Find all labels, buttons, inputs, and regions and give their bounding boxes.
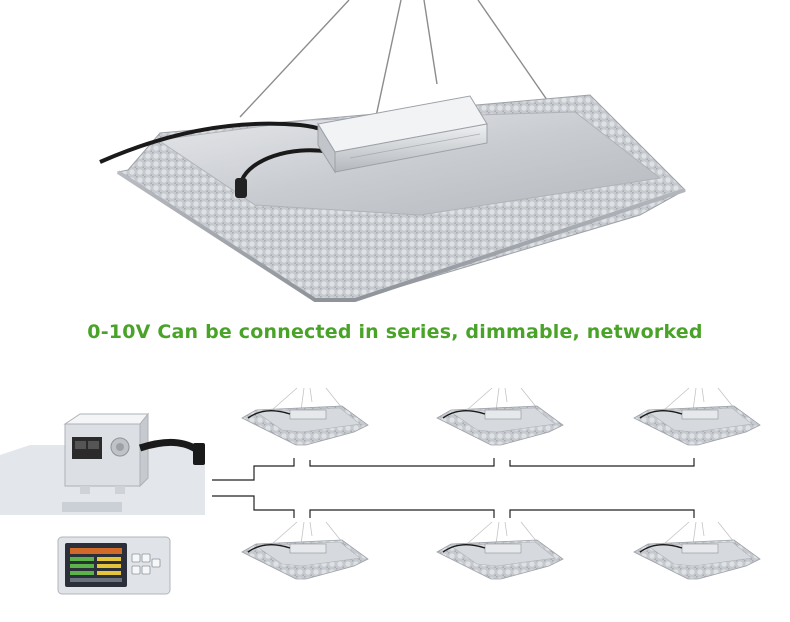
mini-driver	[289, 543, 327, 554]
mini-wire	[504, 387, 508, 403]
mini-top-plate	[450, 407, 556, 433]
panel-button	[131, 553, 141, 563]
mini-wire	[271, 387, 298, 411]
mini-fixture	[633, 521, 761, 580]
mini-top-plate	[450, 541, 556, 567]
mini-fixture	[436, 387, 564, 446]
mini-wire	[309, 521, 313, 537]
mini-fixture	[633, 387, 761, 446]
mini-fixture	[241, 521, 369, 580]
mini-cable	[442, 544, 486, 553]
controller-panel	[57, 536, 171, 595]
mini-wire	[663, 521, 690, 545]
mini-wire	[271, 521, 298, 545]
panel-button	[141, 565, 151, 575]
mini-top-plate	[647, 541, 753, 567]
mini-wire	[701, 521, 705, 537]
mini-wire	[325, 387, 343, 409]
mini-wire	[663, 387, 690, 411]
mini-cable	[247, 410, 291, 419]
panel-button	[141, 553, 151, 563]
link-line	[509, 458, 695, 467]
hanging-wire	[239, 0, 350, 118]
cable-connector	[235, 178, 247, 198]
hanging-wire	[423, 0, 438, 85]
led-driver	[317, 95, 488, 174]
reflector-top-plate	[156, 111, 662, 216]
mini-wire	[701, 387, 705, 403]
mini-cable	[639, 544, 683, 553]
mini-wire	[717, 387, 735, 409]
link-line	[212, 458, 295, 481]
headline: 0-10V Can be connected in series, dimmab…	[87, 321, 703, 343]
mini-wire	[325, 521, 343, 543]
mini-top-plate	[255, 407, 361, 433]
mini-wire	[520, 387, 538, 409]
mini-fixture	[436, 521, 564, 580]
mini-wire	[309, 387, 313, 403]
mini-wire	[520, 521, 538, 543]
mini-fixture	[241, 387, 369, 446]
mini-top-plate	[647, 407, 753, 433]
controller-closeup	[0, 412, 205, 515]
mini-wire	[504, 521, 508, 537]
panel-button	[131, 565, 141, 575]
mini-driver	[681, 543, 719, 554]
mini-wire	[466, 521, 493, 545]
mini-top-plate	[255, 541, 361, 567]
reflector-edge	[116, 170, 686, 302]
mini-cable	[442, 410, 486, 419]
mini-cable	[247, 544, 291, 553]
link-line	[309, 509, 495, 518]
mini-cable	[639, 410, 683, 419]
fixture-grid	[241, 387, 761, 580]
control-box	[64, 423, 141, 487]
link-line	[212, 495, 295, 518]
mini-driver	[289, 409, 327, 420]
main-fixture	[99, 0, 686, 302]
mini-wire	[717, 521, 735, 543]
series-connection-lines	[212, 458, 695, 518]
mini-wire	[466, 387, 493, 411]
mini-driver	[681, 409, 719, 420]
mini-driver	[484, 543, 522, 554]
link-line	[309, 458, 495, 467]
link-line	[509, 509, 695, 518]
panel-button	[151, 558, 161, 568]
mini-driver	[484, 409, 522, 420]
